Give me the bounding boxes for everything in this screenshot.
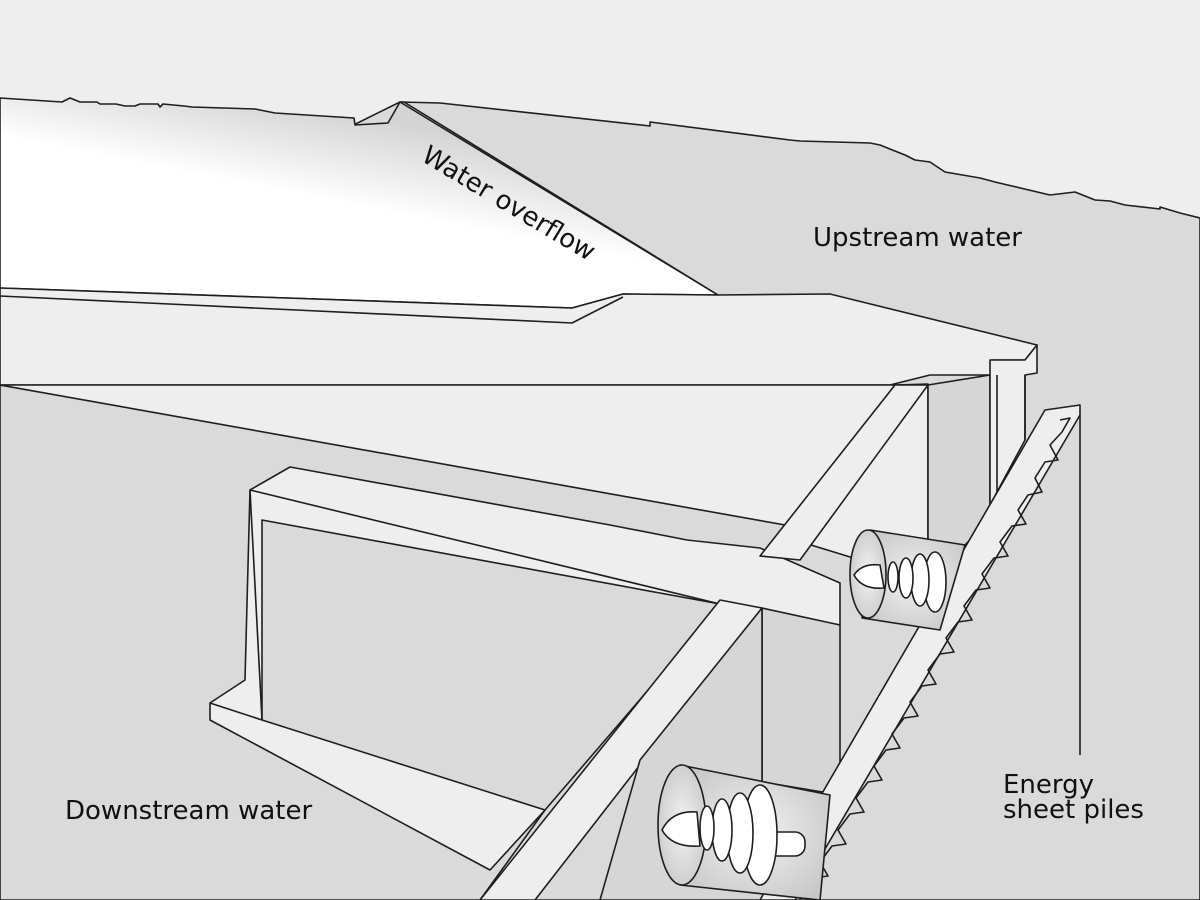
wall-left-edge bbox=[249, 489, 263, 721]
sheet-pile-teeth bbox=[801, 417, 1071, 896]
label-upstream-water: Upstream water bbox=[813, 223, 1022, 253]
overflow-edge-line bbox=[399, 101, 719, 296]
label-downstream-water: Downstream water bbox=[65, 796, 312, 826]
label-energy-sheet-piles-line1: Energy bbox=[1003, 770, 1094, 800]
divider-wall-front bbox=[209, 466, 841, 871]
screw-turbine-lower bbox=[657, 764, 831, 900]
wall-footing-edge bbox=[209, 702, 263, 721]
diagonal-beam-lower bbox=[479, 599, 763, 900]
chamber-wall-lower bbox=[761, 607, 841, 796]
label-energy-sheet-piles-line2: sheet piles bbox=[1003, 795, 1144, 825]
screw-turbine-upper bbox=[849, 529, 966, 631]
diagonal-beam-upper bbox=[759, 384, 929, 561]
crest-edge-line bbox=[0, 295, 624, 324]
